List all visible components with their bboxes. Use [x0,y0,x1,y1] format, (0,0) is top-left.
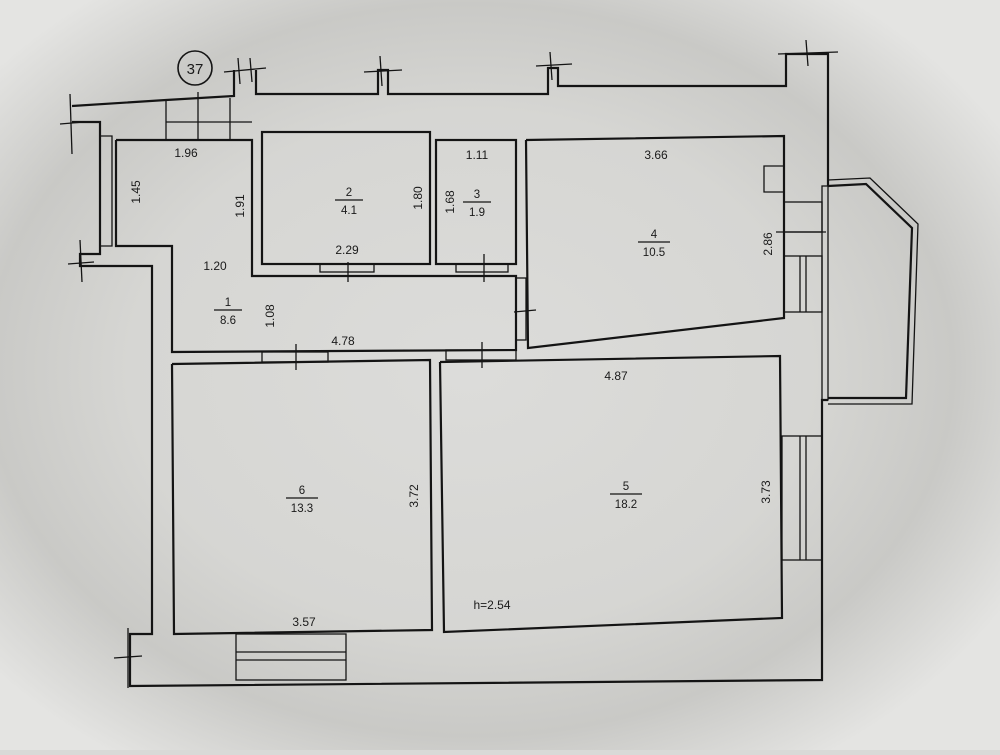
dim-room3-top: 1.11 [466,148,489,162]
outer-wall-top-left [71,70,236,108]
room-3-label: 3 1.9 [463,189,491,219]
room-5-outline [438,354,784,634]
dim-room5-top: 4.87 [604,369,628,383]
dim-hall-height: 1.08 [263,304,277,328]
room-4-outline [524,134,786,350]
svg-text:4.1: 4.1 [341,205,357,217]
svg-text:13.3: 13.3 [291,503,313,515]
apartment-number-badge: 37 [177,50,213,86]
room-6-outline [170,358,434,636]
svg-text:5: 5 [623,481,629,493]
dim-room2-right: 1.80 [411,186,425,210]
outer-wall-top [254,52,830,186]
wall-hatch-left [100,135,113,247]
svg-text:2: 2 [346,187,352,199]
dimension-labels: 1.96 1.45 1.91 1.20 1.08 4.78 1.80 2.29 … [129,146,775,629]
dim-room4-top: 3.66 [644,148,668,162]
dim-hall-top: 1.96 [174,146,198,160]
room-4-label: 4 10.5 [638,229,670,259]
dim-hall-width: 1.20 [203,259,227,273]
dim-hall-right: 1.91 [233,194,247,218]
ceiling-height: h=2.54 [473,598,510,612]
dim-room6-bottom: 3.57 [292,615,316,629]
balcony [821,177,919,405]
room-1-label: 1 8.6 [214,297,242,327]
dim-hall-bottom: 4.78 [331,334,355,348]
svg-text:1: 1 [225,297,231,309]
apartment-number: 37 [187,61,204,78]
room-2-label: 2 4.1 [335,187,363,217]
dim-room5-right: 3.73 [759,480,773,504]
svg-text:18.2: 18.2 [615,499,637,511]
dim-room3-left: 1.68 [443,190,457,214]
dim-room6-right: 3.72 [407,484,421,508]
dim-hall-left: 1.45 [129,180,143,204]
room-5-label: 5 18.2 [610,481,642,511]
room-6-label: 6 13.3 [286,485,318,515]
dim-room2-bottom: 2.29 [335,243,359,257]
grid-tick-marks [59,39,839,688]
svg-text:10.5: 10.5 [643,247,665,259]
room-1-outline [114,138,518,354]
dim-room4-right: 2.86 [761,232,775,256]
svg-text:6: 6 [299,485,305,497]
outer-wall-left [72,120,828,688]
svg-text:3: 3 [474,189,480,201]
plan-details [165,92,823,681]
svg-text:8.6: 8.6 [220,315,236,327]
svg-text:1.9: 1.9 [469,207,485,219]
svg-text:4: 4 [651,229,658,241]
room-labels: 1 8.6 2 4.1 3 1.9 4 10.5 5 18.2 6 13.3 [214,187,670,515]
outer-walls [71,52,830,688]
